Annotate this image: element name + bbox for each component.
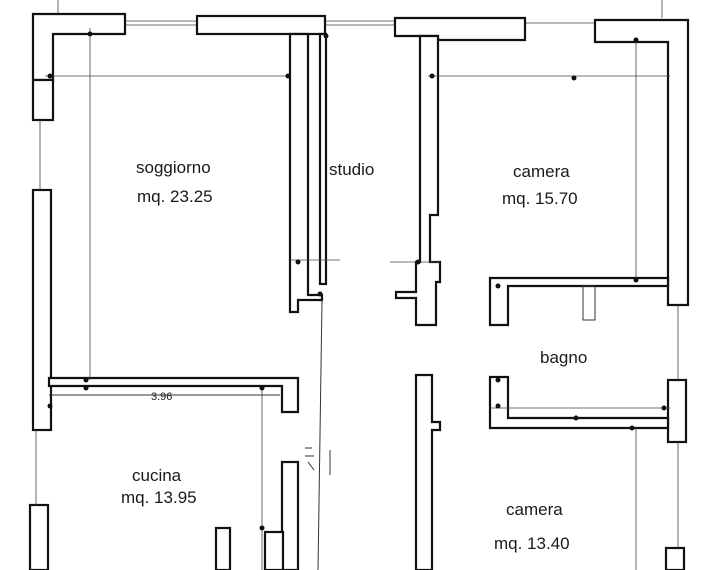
dim-dot [573,415,579,421]
wall-cucina-stub-2 [263,530,285,570]
dim-dot [323,33,329,39]
dim-dot [495,377,501,383]
dimension-label-cucina: 3.96 [151,391,173,403]
outer-wall-right-b [666,378,688,444]
wall-cucina-right [280,460,300,570]
dim-dot [661,405,667,411]
room-name-camera-top: camera [513,162,570,181]
room-area-cucina: mq. 13.95 [121,488,197,507]
dim-dot [629,425,635,431]
room-name-studio: studio [329,160,375,179]
dim-dot [47,73,53,79]
room-name-camera-bottom: camera [506,500,563,519]
outer-wall-top-right-a [393,16,527,42]
outer-wall-left-b [31,188,53,432]
room-name-bagno: bagno [540,348,588,367]
wall-soggiorno-cucina [47,376,300,414]
dim-dot [571,75,577,81]
wall-soggiorno-studio [288,32,324,314]
wall-camera-bagno [488,276,670,327]
outer-wall-left-a [31,78,55,122]
studio-label-bg [330,158,388,180]
dim-dot [317,291,323,297]
outer-wall-top-left [31,12,127,82]
dim-dot [495,403,501,409]
wall-cucina-stub [214,526,232,570]
corridor-symbol [305,447,315,471]
wall-bagno-camera [488,375,670,430]
dim-dot [429,73,435,79]
dim-dot [259,525,265,531]
dim-dot [633,37,639,43]
room-area-camera-bottom: mq. 13.40 [494,534,570,553]
outer-wall-top-mid [195,14,327,36]
outer-wall-top-right-b [593,18,690,307]
room-area-camera-top: mq. 15.70 [502,189,578,208]
room-name-soggiorno: soggiorno [136,158,211,177]
dim-dot [83,377,89,383]
corridor-line [317,299,323,570]
bagno-fixture [582,285,596,321]
dim-dot [415,259,421,265]
dim-dot [259,385,265,391]
dim-dot [285,73,291,79]
wall-studio-camera [394,34,442,327]
dim-dot [295,259,301,265]
room-name-cucina: cucina [132,466,182,485]
dim-dot [87,31,93,37]
dim-dot [47,403,53,409]
outer-wall-right-c [664,546,686,570]
room-area-soggiorno: mq. 23.25 [137,187,213,206]
wall-studio-jamb [318,32,328,286]
dim-dot [83,385,89,391]
dim-dot [495,283,501,289]
dim-dot [633,277,639,283]
outer-wall-left-c [28,503,50,570]
wall-corridor-camera [414,373,442,570]
